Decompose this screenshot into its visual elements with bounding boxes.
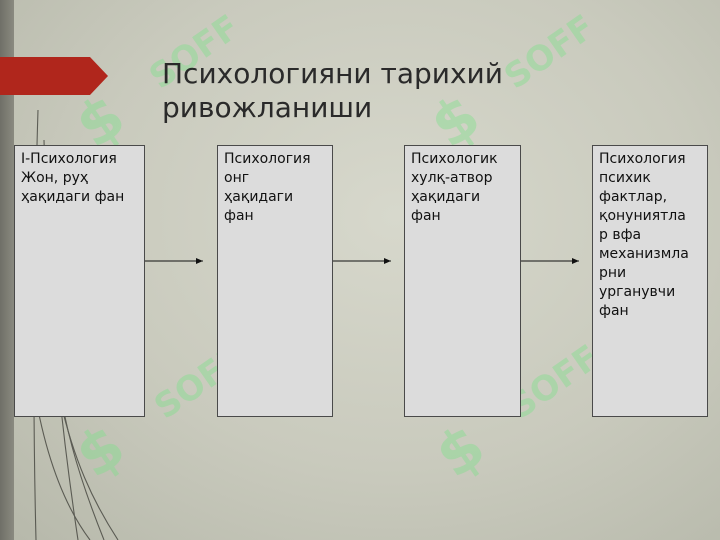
watermark-logo-icon: $	[423, 411, 497, 492]
left-strip-decoration	[0, 0, 14, 540]
stage-box-2: Психология онг ҳақидаги фан	[217, 145, 333, 417]
svg-text:$: $	[423, 411, 497, 492]
svg-text:$: $	[63, 411, 137, 492]
watermark-logo-icon: $	[63, 411, 137, 492]
stage-box-3: Психологик хулқ-атвор ҳақидаги фан	[404, 145, 521, 417]
title-accent-arrow	[0, 57, 108, 95]
stage-box-4: Психология психик фактлар, қонуниятла р …	[592, 145, 708, 417]
slide-title: Психологияни тарихий ривожланиши	[162, 57, 662, 125]
slide-title-line2: ривожланиши	[162, 91, 373, 124]
slide-title-line1: Психологияни тарихий	[162, 57, 503, 90]
stage-box-1: I-Психология Жон, руҳ ҳақидаги фан	[14, 145, 145, 417]
